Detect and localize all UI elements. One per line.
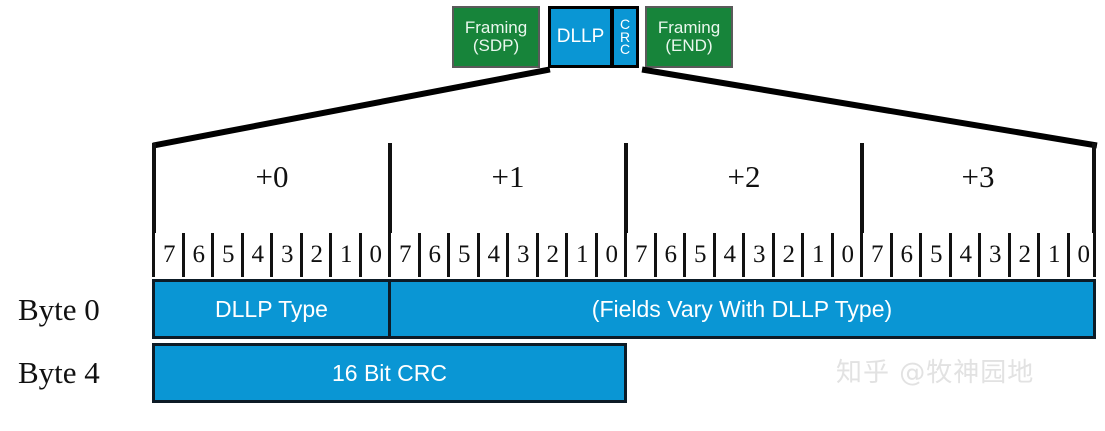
byte-offset-1: +1 — [388, 143, 624, 233]
framing-end-block: Framing (END) — [645, 6, 733, 68]
bit-cell: 4 — [712, 233, 743, 277]
bit-cell: 6 — [417, 233, 448, 277]
bit-cell: 3 — [270, 233, 300, 277]
bit-cell: 0 — [358, 233, 389, 277]
bit-cell: 6 — [889, 233, 920, 277]
crc-char-3: C — [619, 41, 631, 58]
bit-cell: 1 — [329, 233, 359, 277]
bit-cell: 7 — [152, 233, 182, 277]
byte-offset-3: +3 — [860, 143, 1096, 233]
byte-offset-0: +0 — [152, 143, 388, 233]
field-dllp-type: DLLP Type — [152, 279, 391, 339]
bit-cell: 2 — [1007, 233, 1038, 277]
bit-cell: 2 — [535, 233, 566, 277]
bit-cell: 0 — [1066, 233, 1097, 277]
framing-end-line1: Framing — [657, 18, 721, 38]
byte-offset-2: +2 — [624, 143, 860, 233]
crc-char-2: R — [619, 28, 631, 45]
bit-cell: 7 — [860, 233, 890, 277]
bit-cell: 5 — [211, 233, 241, 277]
bit-cell: 0 — [830, 233, 861, 277]
byte-offset-header: +0 +1 +2 +3 — [152, 143, 1096, 233]
bit-cell: 6 — [181, 233, 212, 277]
framing-end-line2: (END) — [665, 36, 713, 55]
framing-sdp-block: Framing (SDP) — [452, 6, 540, 68]
bit-cell: 7 — [388, 233, 418, 277]
expansion-line-right — [641, 66, 1098, 149]
bit-cell: 4 — [240, 233, 271, 277]
bit-row-end-tick — [1093, 233, 1096, 277]
table-row: 16 Bit CRC — [152, 343, 1096, 403]
bit-cell: 6 — [653, 233, 684, 277]
bit-cell: 1 — [565, 233, 595, 277]
byte-label-4: Byte 4 — [18, 355, 100, 390]
bit-cell: 1 — [801, 233, 831, 277]
dllp-crc-dashed-divider — [610, 9, 614, 65]
bit-cell: 2 — [299, 233, 330, 277]
framing-sdp-line1: Framing — [464, 18, 528, 38]
bit-cell: 4 — [476, 233, 507, 277]
byte-label-0: Byte 0 — [18, 292, 100, 327]
dllp-field-table: DLLP Type (Fields Vary With DLLP Type) 1… — [152, 279, 1096, 407]
watermark: 知乎 @牧神园地 — [836, 358, 1035, 388]
field-fields-vary: (Fields Vary With DLLP Type) — [388, 279, 1096, 339]
table-row: DLLP Type (Fields Vary With DLLP Type) — [152, 279, 1096, 339]
crc-block-label: C R C — [614, 9, 636, 65]
dllp-block-label: DLLP — [551, 9, 610, 65]
crc-char-1: C — [619, 15, 631, 32]
bit-cell: 5 — [683, 233, 713, 277]
bit-cell: 3 — [742, 233, 772, 277]
bit-cell: 1 — [1037, 233, 1067, 277]
framing-sdp-line2: (SDP) — [472, 36, 520, 55]
field-16-bit-crc: 16 Bit CRC — [152, 343, 627, 403]
bit-cell: 4 — [948, 233, 979, 277]
bit-cell: 2 — [771, 233, 802, 277]
bit-cell: 5 — [447, 233, 477, 277]
bit-cell: 0 — [594, 233, 625, 277]
bit-cell: 5 — [919, 233, 949, 277]
bit-cell: 7 — [624, 233, 654, 277]
bit-number-row: 7 6 5 4 3 2 1 0 7 6 5 4 3 2 1 0 7 6 5 4 … — [152, 233, 1096, 277]
bit-cell: 3 — [506, 233, 536, 277]
bit-cell: 3 — [978, 233, 1008, 277]
expansion-line-left — [152, 66, 551, 149]
dllp-crc-block: DLLP C R C — [548, 6, 639, 68]
